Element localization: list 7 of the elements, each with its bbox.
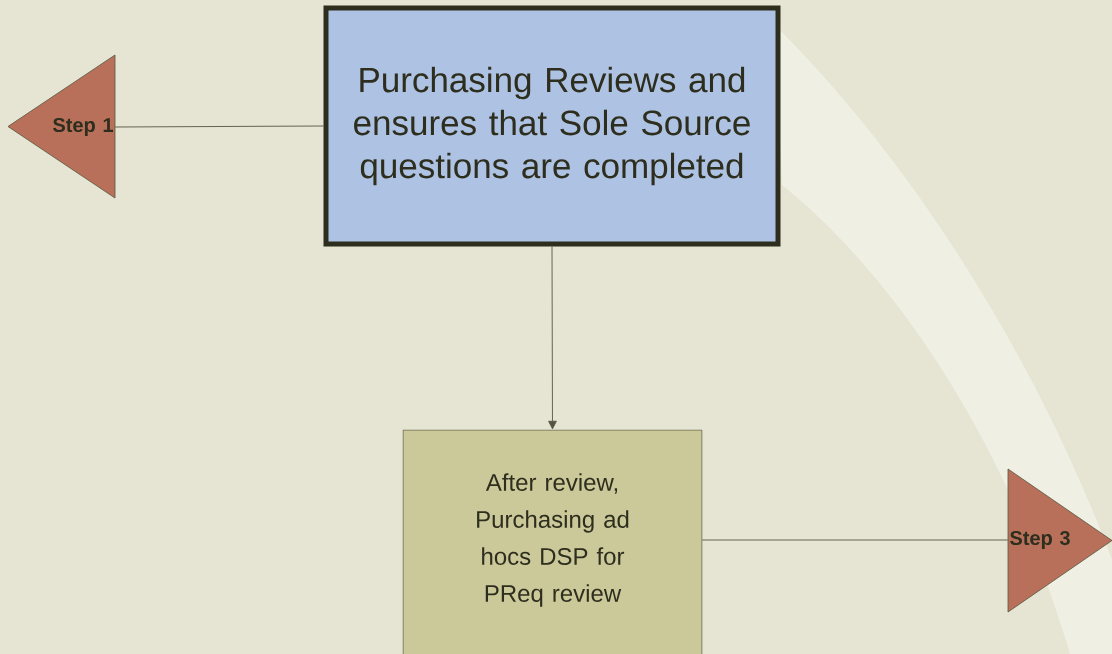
step-triangle: Step 1	[7, 54, 116, 199]
connector-line	[548, 246, 557, 430]
connector-line	[114, 125, 324, 128]
step-triangle: Step 3	[1007, 468, 1112, 613]
process-box: Purchasing Reviews and ensures that Sole Source questions are completed	[323, 5, 781, 247]
connector-line	[701, 539, 1009, 541]
process-box: After review, Purchasing ad hocs DSP for PReq review	[402, 429, 703, 654]
